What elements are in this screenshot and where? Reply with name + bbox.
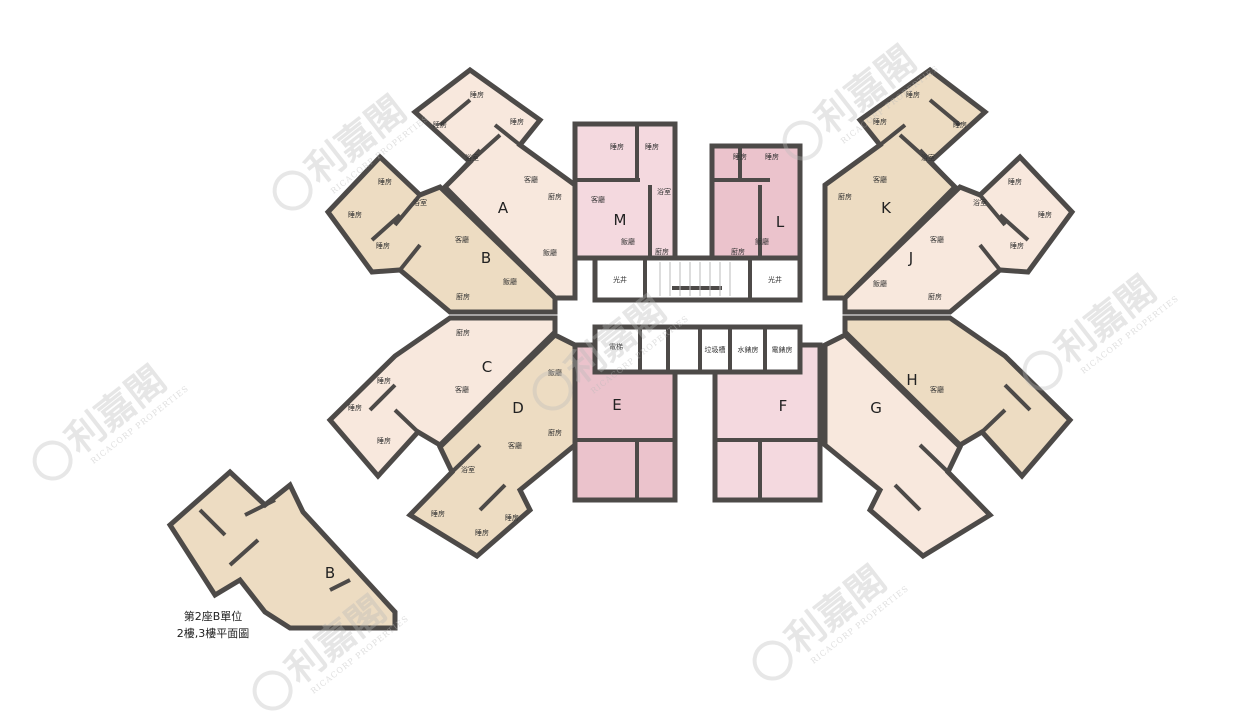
- staircase: [659, 262, 731, 296]
- unit-label-c: C: [482, 358, 492, 376]
- svg-text:電錶房: 電錶房: [772, 345, 793, 354]
- svg-text:廚房: 廚房: [548, 192, 562, 201]
- unit-label-f: F: [779, 397, 788, 415]
- svg-text:睡房: 睡房: [765, 152, 779, 161]
- inset-unit-b[interactable]: [166, 468, 398, 631]
- svg-text:睡房: 睡房: [377, 436, 391, 445]
- unit-label-g: G: [870, 399, 882, 417]
- inset-caption-line2: 2樓,3樓平面圖: [177, 626, 250, 640]
- svg-text:飯廳: 飯廳: [873, 279, 887, 288]
- core-upper: [592, 255, 803, 303]
- unit-label-j: J: [908, 249, 913, 267]
- svg-text:睡房: 睡房: [475, 528, 489, 537]
- svg-text:廚房: 廚房: [456, 328, 470, 337]
- svg-text:垃圾槽: 垃圾槽: [705, 345, 726, 354]
- svg-text:睡房: 睡房: [348, 403, 362, 412]
- svg-text:睡房: 睡房: [733, 152, 747, 161]
- svg-text:電梯: 電梯: [609, 342, 623, 351]
- svg-text:廚房: 廚房: [655, 247, 669, 256]
- svg-text:睡房: 睡房: [510, 117, 524, 126]
- svg-text:客廳: 客廳: [508, 441, 522, 450]
- svg-text:睡房: 睡房: [377, 376, 391, 385]
- unit-b[interactable]: [324, 153, 558, 315]
- svg-text:睡房: 睡房: [433, 120, 447, 129]
- svg-text:廚房: 廚房: [548, 428, 562, 437]
- svg-text:光井: 光井: [613, 275, 627, 284]
- svg-text:睡房: 睡房: [348, 210, 362, 219]
- room-labels: 睡房 睡房 睡房 浴室 客廳 廚房 飯廳 睡房 睡房 睡房 浴室 客廳 飯廳 廚…: [348, 90, 1052, 537]
- unit-j[interactable]: [842, 153, 1076, 315]
- svg-text:廚房: 廚房: [731, 247, 745, 256]
- stair-divider: [672, 286, 722, 290]
- svg-text:睡房: 睡房: [1010, 241, 1024, 250]
- unit-label-e: E: [612, 396, 621, 414]
- svg-text:光井: 光井: [768, 275, 782, 284]
- svg-text:睡房: 睡房: [431, 509, 445, 518]
- unit-g[interactable]: [822, 331, 994, 560]
- svg-text:飯廳: 飯廳: [548, 368, 562, 377]
- unit-label-k: K: [881, 199, 892, 217]
- svg-text:睡房: 睡房: [906, 90, 920, 99]
- svg-text:睡房: 睡房: [376, 241, 390, 250]
- unit-label-m: M: [614, 211, 627, 229]
- svg-text:廚房: 廚房: [928, 292, 942, 301]
- svg-text:睡房: 睡房: [505, 513, 519, 522]
- svg-text:浴室: 浴室: [973, 198, 987, 207]
- watermark-logo: 利嘉閣 RICACORP PROPERTIES: [32, 357, 191, 481]
- svg-text:水錶房: 水錶房: [738, 345, 759, 354]
- svg-text:廚房: 廚房: [838, 192, 852, 201]
- svg-text:客廳: 客廳: [524, 175, 538, 184]
- svg-text:睡房: 睡房: [645, 142, 659, 151]
- svg-text:浴室: 浴室: [461, 465, 475, 474]
- svg-text:睡房: 睡房: [378, 177, 392, 186]
- svg-text:客廳: 客廳: [930, 235, 944, 244]
- svg-text:廚房: 廚房: [456, 292, 470, 301]
- svg-text:浴室: 浴室: [921, 153, 935, 162]
- svg-text:浴室: 浴室: [465, 153, 479, 162]
- unit-label-a: A: [498, 199, 509, 217]
- svg-text:睡房: 睡房: [610, 142, 624, 151]
- svg-text:睡房: 睡房: [1038, 210, 1052, 219]
- svg-text:睡房: 睡房: [953, 120, 967, 129]
- svg-text:飯廳: 飯廳: [621, 237, 635, 246]
- svg-text:客廳: 客廳: [873, 175, 887, 184]
- svg-text:客廳: 客廳: [930, 385, 944, 394]
- svg-text:睡房: 睡房: [1008, 177, 1022, 186]
- svg-text:飯廳: 飯廳: [503, 277, 517, 286]
- unit-label-d: D: [512, 399, 524, 417]
- svg-text:浴室: 浴室: [657, 187, 671, 196]
- watermark-logo: 利嘉閣 RICACORP PROPERTIES: [1022, 267, 1181, 391]
- svg-text:睡房: 睡房: [470, 90, 484, 99]
- svg-text:客廳: 客廳: [455, 385, 469, 394]
- unit-label-l: L: [776, 213, 785, 231]
- svg-text:飯廳: 飯廳: [755, 237, 769, 246]
- unit-label-b: B: [481, 249, 491, 267]
- svg-text:浴室: 浴室: [413, 198, 427, 207]
- unit-label-h: H: [906, 371, 917, 389]
- svg-text:客廳: 客廳: [455, 235, 469, 244]
- svg-text:睡房: 睡房: [873, 117, 887, 126]
- inset-unit-label: B: [325, 564, 335, 582]
- svg-text:客廳: 客廳: [591, 195, 605, 204]
- inset-caption-line1: 第2座B單位: [184, 609, 243, 623]
- interior-walls: [368, 98, 522, 512]
- svg-text:飯廳: 飯廳: [543, 248, 557, 257]
- watermark-logo: 利嘉閣 RICACORP PROPERTIES: [752, 557, 911, 681]
